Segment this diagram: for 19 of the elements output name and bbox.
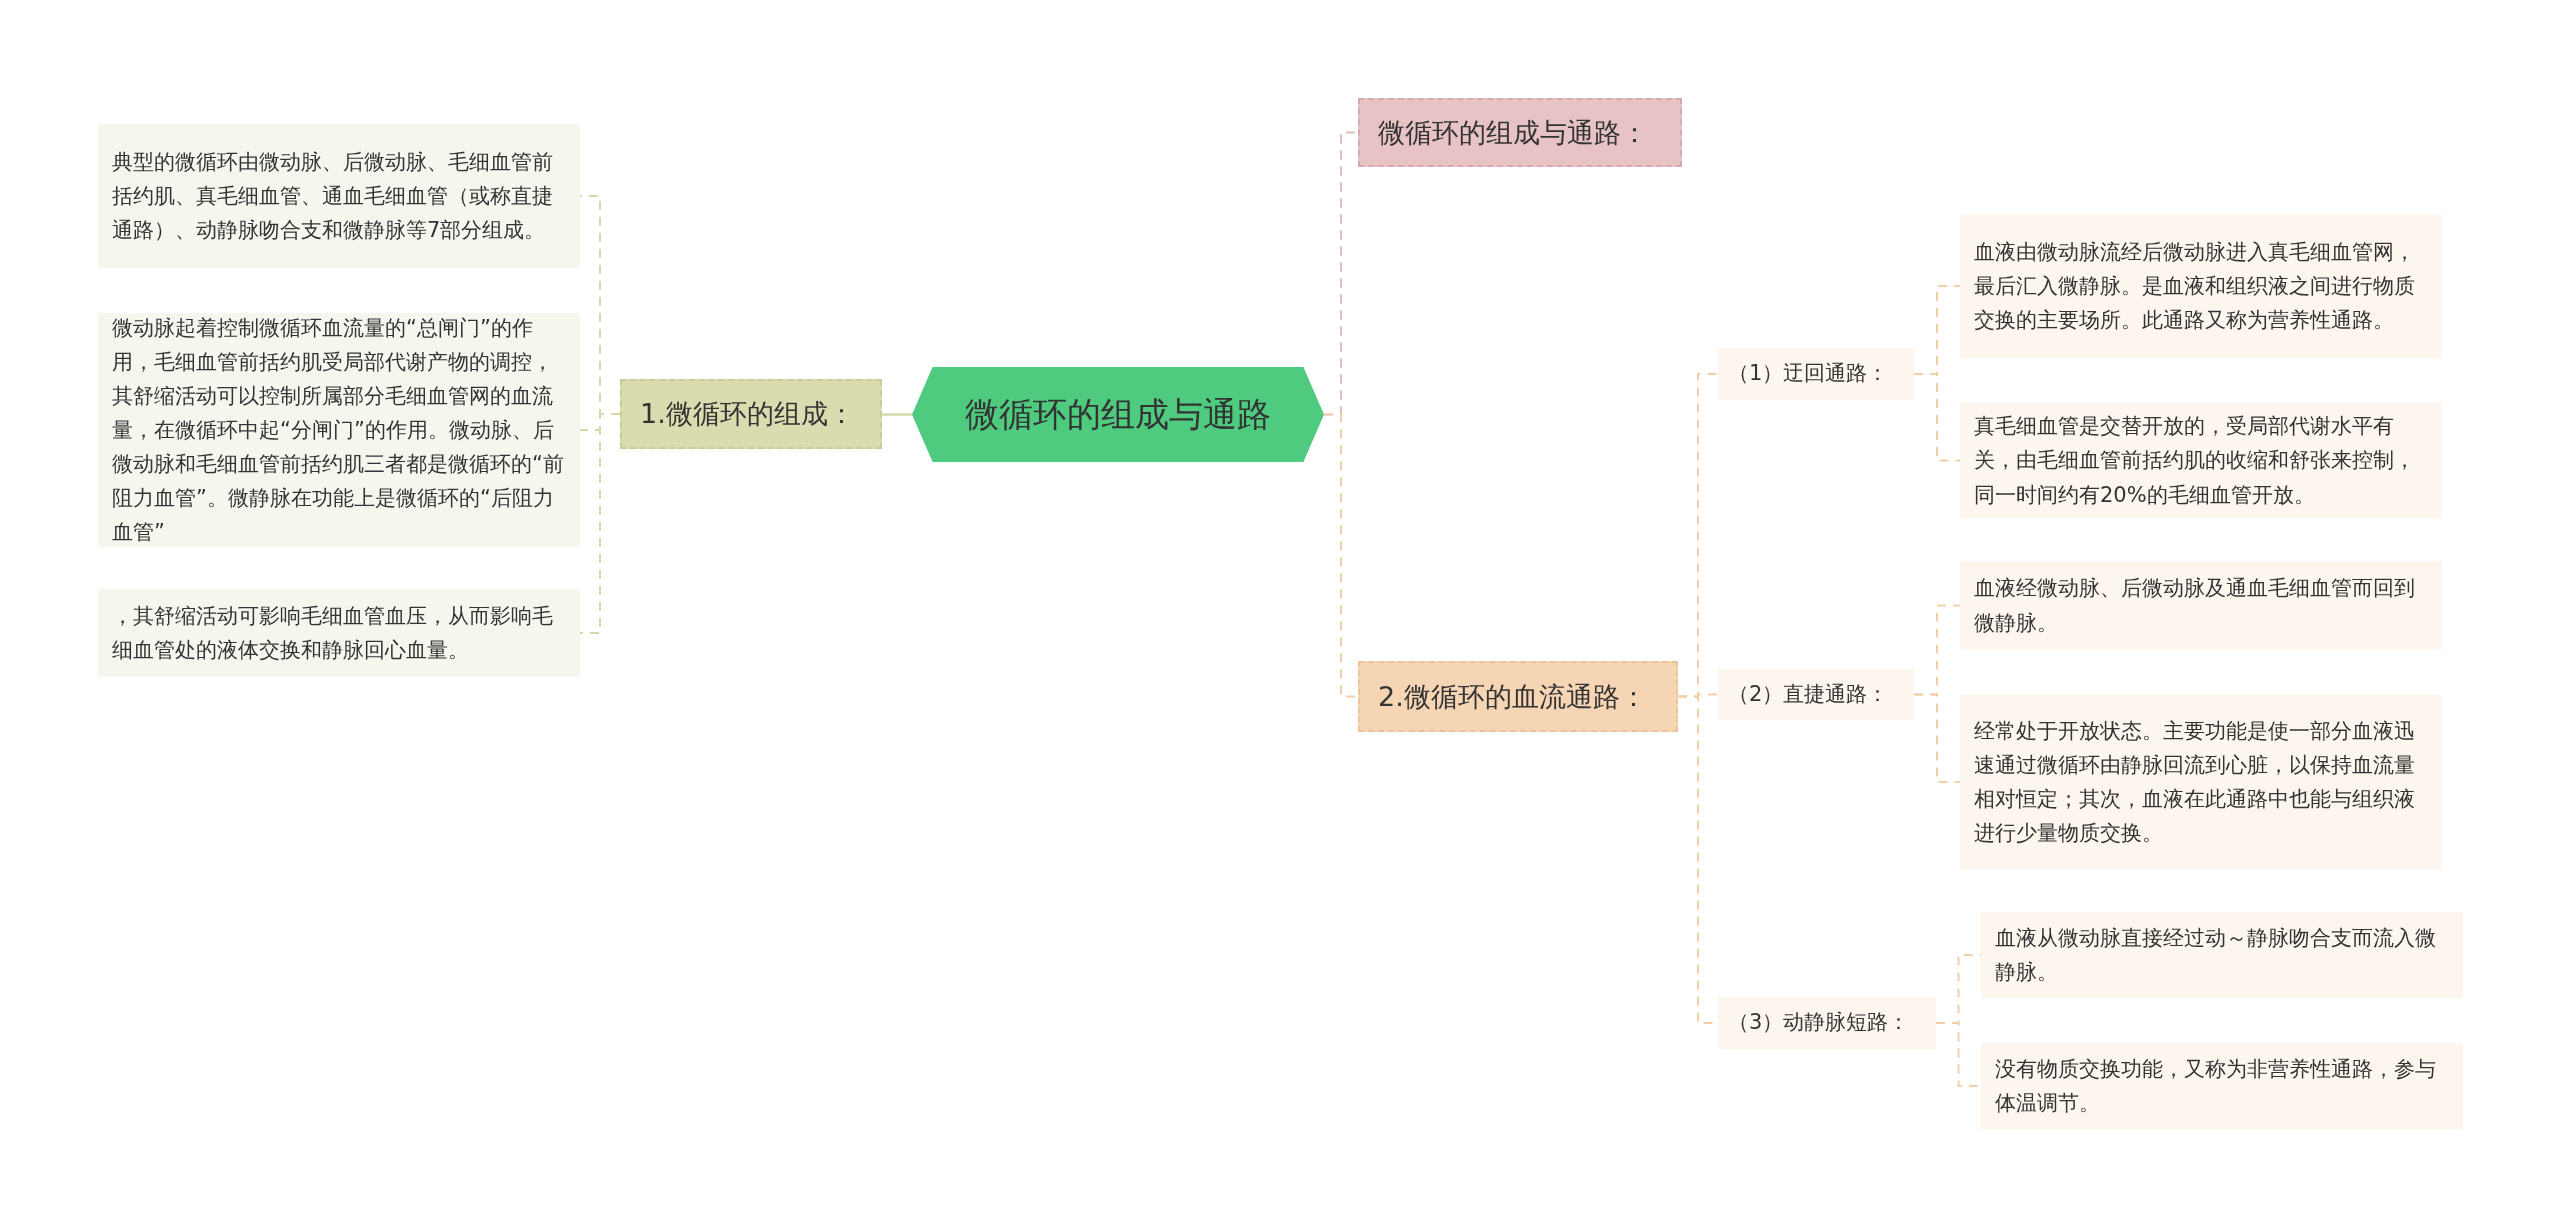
- note-box: 没有物质交换功能，又称为非营养性通路，参与体温调节。: [1981, 1043, 2463, 1129]
- note-box: 血液从微动脉直接经过动～静脉吻合支而流入微静脉。: [1981, 912, 2463, 998]
- connector-line: [882, 413, 912, 416]
- note-box: ，其舒缩活动可影响毛细血管血压，从而影响毛细血管处的液体交换和静脉回心血量。: [98, 589, 580, 677]
- branch-box: 1.微循环的组成：: [620, 379, 882, 449]
- note-box: 微动脉起着控制微循环血流量的“总闸门”的作用，毛细血管前括约肌受局部代谢产物的调控，其舒缩活动可以控制所属部分毛细血管网的血流量，在微循环中起“分闸门”的作用。微动脉、后微动脉和毛细血管前括约肌三者都是微循环的“前阻力血管”。微静脉在功能上是微循环的“后阻力血管”: [98, 313, 580, 547]
- connector-line: [579, 413, 621, 634]
- branch-box: 2.微循环的血流通路：: [1358, 661, 1678, 732]
- subtopic-box: （2）直捷通路：: [1718, 669, 1914, 720]
- note-box: 血液经微动脉、后微动脉及通血毛细血管而回到微静脉。: [1960, 561, 2442, 650]
- subtopic-box: （1）迂回通路：: [1718, 348, 1914, 400]
- note-box: 血液由微动脉流经后微动脉进入真毛细血管网，最后汇入微静脉。是血液和组织液之间进行物质交换的主要场所。此通路又称为营养性通路。: [1960, 214, 2442, 358]
- subtopic-box: （3）动静脉短路：: [1718, 997, 1936, 1049]
- connector-line: [1913, 373, 1961, 462]
- note-box: 经常处于开放状态。主要功能是使一部分血液迅速通过微循环由静脉回流到心脏，以保持血流量相对恒定；其次，血液在此通路中也能与组织液进行少量物质交换。: [1960, 695, 2442, 869]
- note-box: 真毛细血管是交替开放的，受局部代谢水平有关，由毛细血管前括约肌的收缩和舒张来控制，同一时间约有20%的毛细血管开放。: [1960, 403, 2442, 518]
- note-box: 典型的微循环由微动脉、后微动脉、毛细血管前括约肌、真毛细血管、通血毛细血管（或称直捷通路）、动静脉吻合支和微静脉等7部分组成。: [98, 124, 580, 268]
- connector-line: [1913, 693, 1961, 783]
- branch-box: 微循环的组成与通路：: [1358, 98, 1682, 167]
